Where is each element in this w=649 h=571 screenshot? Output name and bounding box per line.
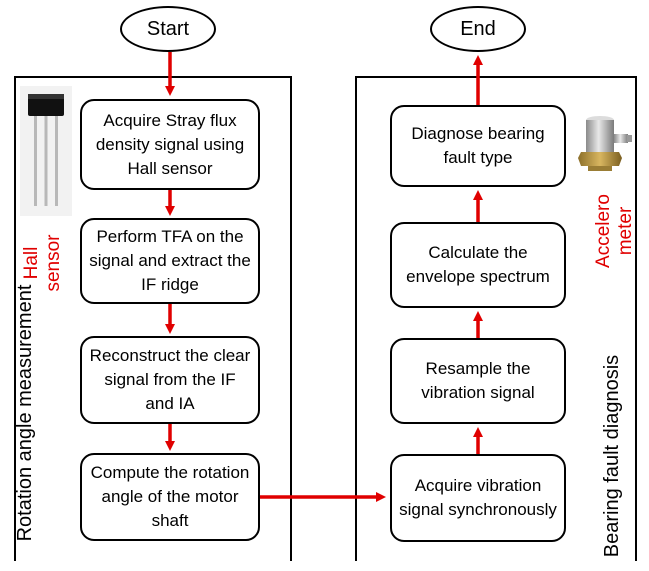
left-panel-title: Rotation angle measurement [14, 284, 36, 542]
step-text: Acquire Stray flux density signal using … [95, 110, 245, 178]
end-node: End [430, 6, 526, 52]
accelerometer-image [578, 116, 632, 171]
step-text: Perform TFA on the signal and extract th… [89, 227, 251, 294]
hall-sensor-label: Hall sensor [21, 228, 67, 298]
start-label: Start [146, 17, 190, 40]
right-panel-title: Bearing fault diagnosis [601, 354, 623, 558]
accel-line-2: meter [615, 206, 636, 256]
hall-sensor-image [20, 86, 72, 216]
step-text: Compute the rotation angle of the motor … [90, 463, 250, 530]
step-compute-rotation-angle: Compute the rotation angle of the motor … [80, 453, 260, 541]
step-text: Acquire vibration signal synchronously [399, 476, 557, 519]
hall-line-1: Hall [21, 246, 42, 280]
accel-line-1: Accelero [593, 194, 614, 268]
step-reconstruct-signal: Reconstruct the clear signal from the IF… [80, 336, 260, 424]
step-acquire-vibration: Acquire vibration signal synchronously [390, 454, 566, 542]
hall-line-2: sensor [43, 234, 64, 292]
step-resample: Resample the vibration signal [390, 338, 566, 424]
accelerometer-label: Accelero meter [593, 181, 639, 281]
step-text: Diagnose bearing fault type [411, 124, 545, 167]
end-label: End [460, 17, 496, 40]
start-node: Start [120, 6, 216, 52]
step-acquire-stray-flux: Acquire Stray flux density signal using … [80, 99, 260, 190]
step-diagnose-fault: Diagnose bearing fault type [390, 105, 566, 187]
step-text: Resample the vibration signal [421, 359, 535, 402]
step-text: Reconstruct the clear signal from the IF… [89, 346, 251, 413]
step-text: Calculate the envelope spectrum [406, 243, 550, 286]
step-envelope-spectrum: Calculate the envelope spectrum [390, 222, 566, 308]
step-perform-tfa: Perform TFA on the signal and extract th… [80, 218, 260, 304]
